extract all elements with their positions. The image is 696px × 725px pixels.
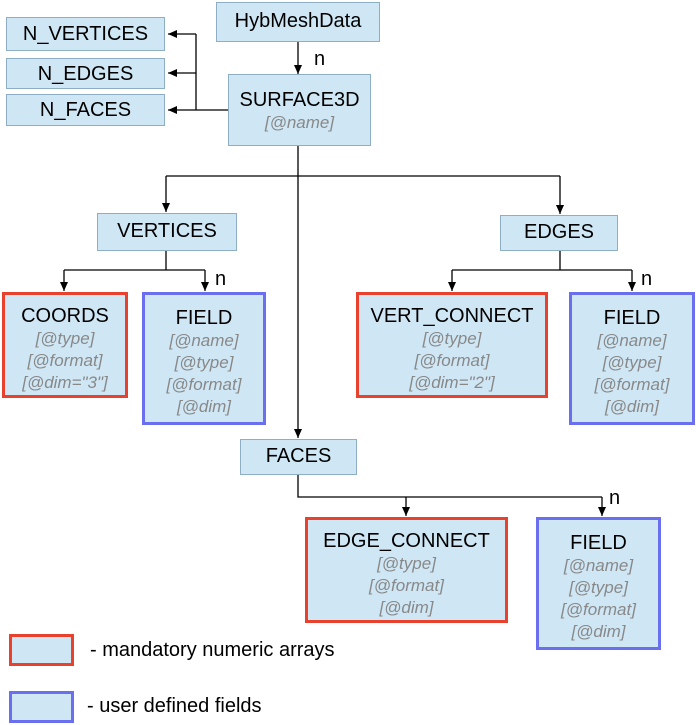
node-vertices-field-attr-format: [@format] — [166, 375, 242, 394]
node-vert-connect-attr-dim: [@dim="2"] — [409, 373, 495, 392]
edge-bus-faces-children — [297, 475, 602, 498]
node-n-faces-title: N_FACES — [39, 99, 132, 121]
node-n-vertices: N_VERTICES — [6, 17, 165, 51]
node-vert-connect-attr-format: [@format] — [414, 351, 490, 370]
node-n-faces: N_FACES — [6, 94, 165, 126]
node-edges: EDGES — [500, 215, 618, 251]
edge-bus-edges-children — [452, 251, 632, 271]
legend-label-mandatory: - mandatory numeric arrays — [90, 639, 335, 661]
node-edges-field: FIELD [@name] [@type] [@format] [@dim] — [569, 292, 695, 425]
node-edge-connect-attr-type: [@type] — [377, 554, 436, 573]
node-vertices-field-attr-name: [@name] — [169, 331, 239, 350]
node-hybmeshdata: HybMeshData — [216, 2, 380, 42]
node-coords-attr-dim: [@dim="3"] — [22, 373, 108, 392]
multiplicity-faces-field: n — [609, 487, 621, 509]
node-vertices-field-attr-dim: [@dim] — [176, 397, 232, 416]
node-faces-title: FACES — [265, 445, 332, 467]
multiplicity-surface3d: n — [314, 48, 326, 70]
node-edge-connect: EDGE_CONNECT [@type] [@format] [@dim] — [305, 517, 508, 623]
node-edges-field-attr-type: [@type] — [602, 353, 662, 372]
edge-bus-vertices-children — [64, 251, 205, 271]
node-coords-attr-format: [@format] — [27, 351, 103, 370]
node-edges-field-attr-name: [@name] — [597, 331, 667, 350]
node-edge-connect-title: EDGE_CONNECT — [323, 530, 490, 552]
node-coords: COORDS [@type] [@format] [@dim="3"] — [2, 292, 128, 398]
multiplicity-edges-field: n — [641, 268, 653, 290]
node-coords-attr-type: [@type] — [35, 329, 95, 348]
node-edges-title: EDGES — [523, 221, 595, 243]
legend-swatch-user — [9, 691, 74, 723]
node-hybmeshdata-title: HybMeshData — [234, 10, 362, 32]
node-faces-field-attr-dim: [@dim] — [571, 622, 626, 641]
node-surface3d-title: SURFACE3D — [239, 89, 360, 111]
node-faces-field: FIELD [@name] [@type] [@format] [@dim] — [536, 517, 661, 650]
node-vert-connect-title: VERT_CONNECT — [370, 305, 534, 327]
node-surface3d: SURFACE3D [@name] — [228, 74, 371, 146]
node-n-edges: N_EDGES — [6, 58, 165, 89]
node-vertices-field-attr-type: [@type] — [174, 353, 234, 372]
node-faces-field-attr-type: [@type] — [569, 578, 628, 597]
node-faces-field-attr-format: [@format] — [561, 600, 636, 619]
node-faces-field-attr-name: [@name] — [563, 556, 634, 575]
legend-label-user: - user defined fields — [87, 695, 262, 717]
node-n-vertices-title: N_VERTICES — [22, 23, 149, 45]
node-vertices-field-title: FIELD — [175, 307, 233, 329]
node-coords-title: COORDS — [21, 305, 109, 327]
node-vertices-title: VERTICES — [117, 220, 217, 242]
node-edges-field-attr-format: [@format] — [594, 375, 670, 394]
node-edge-connect-attr-format: [@format] — [369, 576, 444, 595]
node-edge-connect-attr-dim: [@dim] — [379, 598, 434, 617]
multiplicity-vertices-field: n — [215, 268, 227, 290]
node-faces: FACES — [240, 439, 357, 475]
node-vertices: VERTICES — [97, 213, 237, 251]
legend-swatch-mandatory — [9, 634, 74, 666]
node-vert-connect: VERT_CONNECT [@type] [@format] [@dim="2"… — [356, 292, 548, 398]
node-edges-field-title: FIELD — [603, 307, 661, 329]
node-vert-connect-attr-type: [@type] — [422, 329, 482, 348]
node-faces-field-title: FIELD — [570, 532, 627, 554]
node-surface3d-attr-name: [@name] — [264, 113, 335, 132]
node-vertices-field: FIELD [@name] [@type] [@format] [@dim] — [142, 292, 266, 425]
node-n-edges-title: N_EDGES — [37, 63, 134, 85]
edge-bus-surface3d-children — [166, 146, 560, 177]
node-edges-field-attr-dim: [@dim] — [604, 397, 660, 416]
